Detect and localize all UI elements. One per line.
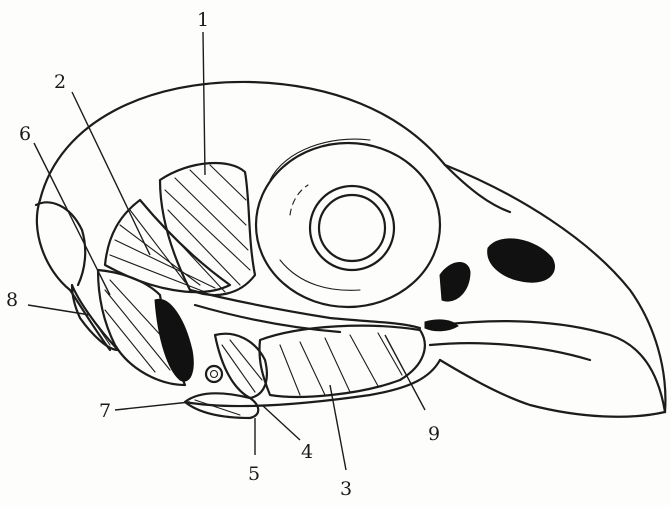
ear-opening [155,299,193,381]
leader-lines [28,32,425,470]
lore-patch [440,263,470,302]
muscle-3 [259,326,424,397]
skull-outline [36,82,665,417]
label-5: 5 [248,463,260,485]
label-7: 7 [99,400,111,422]
label-1: 1 [197,9,209,31]
beak [425,165,665,412]
label-6: 6 [19,123,31,145]
label-4: 4 [301,441,313,463]
gape-mark [425,320,458,331]
muscle-5-7 [185,366,258,418]
label-2: 2 [54,71,66,93]
label-9: 9 [428,423,440,445]
nostril [488,239,555,282]
label-8: 8 [6,289,18,311]
muscle-1 [160,163,255,295]
label-3: 3 [340,478,352,500]
eye [256,139,440,307]
